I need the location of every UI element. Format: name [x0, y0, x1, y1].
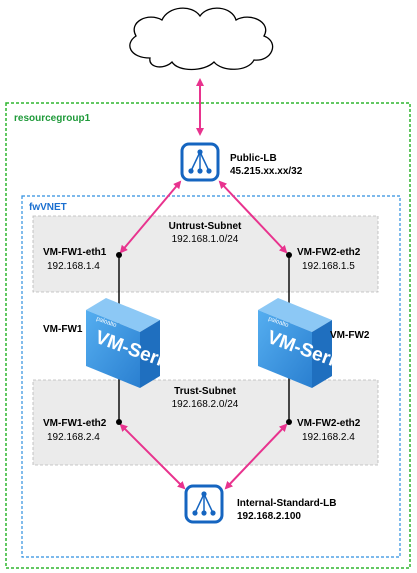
public-lb-name: Public-LB [230, 153, 277, 164]
resource-group-label: resourcegroup1 [14, 113, 91, 124]
fw2-eth2-trust-name: VM-FW2-eth2 [297, 418, 361, 429]
public-lb-to-fw1-connector [119, 180, 182, 254]
vm-series-firewall-icon: VM-Series paloalto [258, 298, 358, 388]
resource-group-boundary [5, 102, 411, 569]
internal-lb-name: Internal-Standard-LB [237, 498, 337, 509]
load-balancer-icon [180, 142, 220, 182]
fw1-to-internal-lb-connector [119, 423, 186, 490]
fw1-eth2-ip: 192.168.2.4 [47, 432, 100, 443]
trust-subnet-box [32, 379, 379, 466]
fw1-eth1-port [116, 252, 122, 258]
public-lb-to-fw2-connector [218, 180, 288, 254]
fw1-eth2-name: VM-FW1-eth2 [43, 418, 107, 429]
fw1-eth1-ip: 192.168.1.4 [47, 261, 100, 272]
fw2-eth2-untrust-ip: 192.168.1.5 [302, 261, 355, 272]
public-lb-ip: 45.215.xx.xx/32 [230, 166, 303, 177]
load-balancer-icon [184, 484, 224, 524]
trust-subnet-name: Trust-Subnet [174, 386, 236, 397]
fw2-eth2-trust-port [286, 419, 292, 425]
fw2-name: VM-FW2 [330, 330, 370, 341]
vm-series-firewall-icon: VM-Series paloalto [86, 298, 186, 388]
fw1-eth1-name: VM-FW1-eth1 [43, 247, 107, 258]
fw1-eth2-port [116, 419, 122, 425]
fw2-eth2-untrust-name: VM-FW2-eth2 [297, 247, 361, 258]
fw2-eth2-untrust-port [286, 252, 292, 258]
untrust-subnet-name: Untrust-Subnet [168, 221, 242, 232]
untrust-subnet-box [32, 215, 379, 293]
vnet-label: fwVNET [29, 202, 67, 213]
vnet-boundary [21, 195, 401, 558]
internal-lb-ip: 192.168.2.100 [237, 511, 301, 522]
fw2-to-internal-lb-connector [224, 423, 288, 490]
untrust-subnet-cidr: 192.168.1.0/24 [171, 234, 239, 245]
cloud-icon [129, 7, 274, 71]
fw1-name: VM-FW1 [43, 324, 83, 335]
fw2-eth2-trust-ip: 192.168.2.4 [302, 432, 355, 443]
trust-subnet-cidr: 192.168.2.0/24 [171, 399, 239, 410]
